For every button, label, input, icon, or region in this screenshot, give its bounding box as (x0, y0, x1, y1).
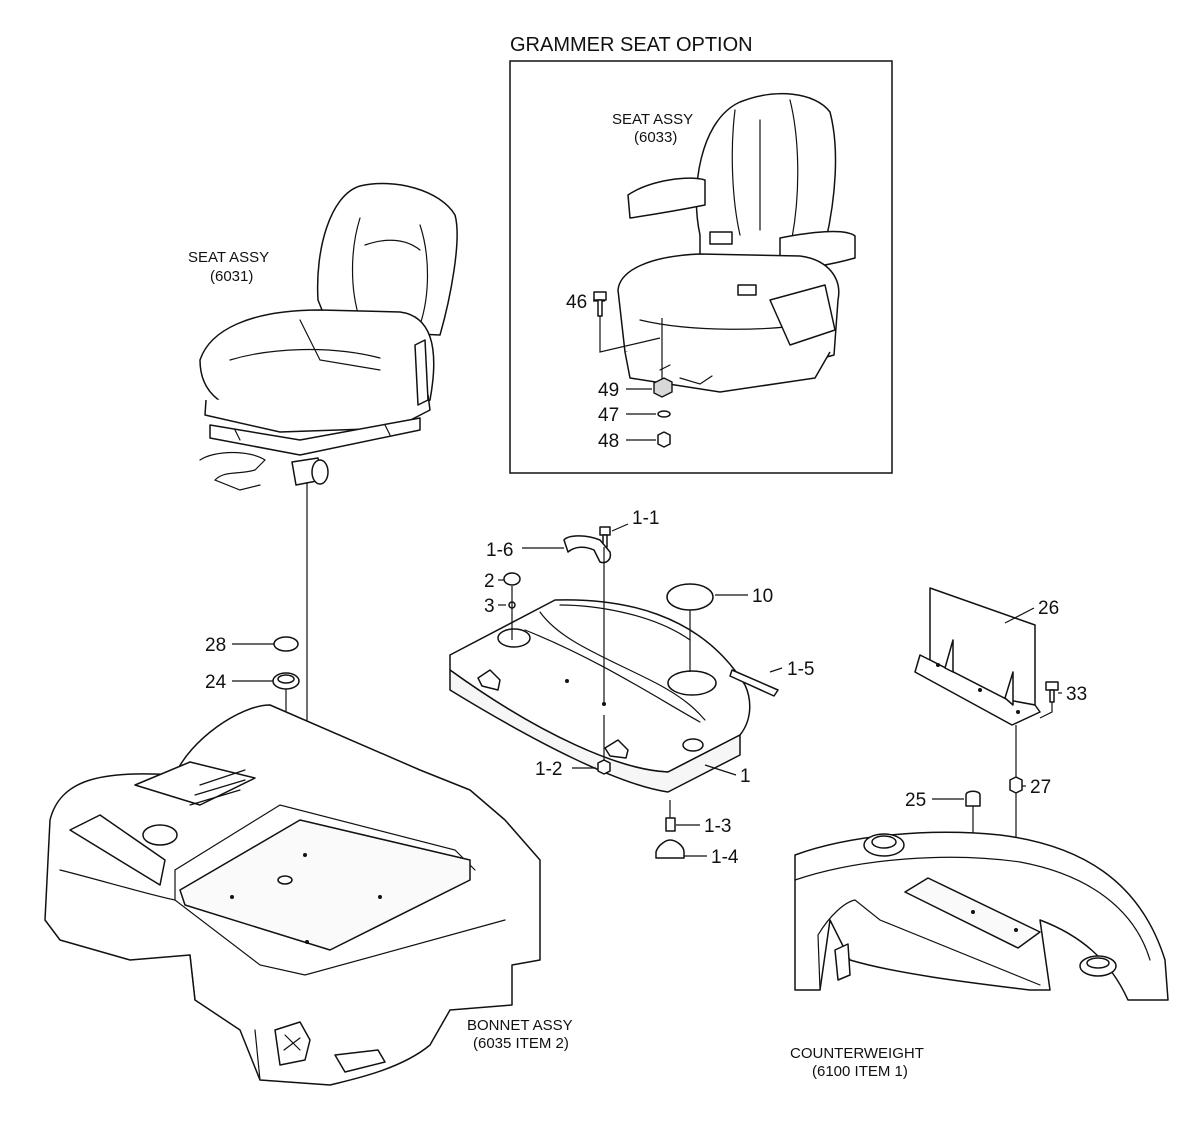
callout-1-4: 1-4 (711, 847, 739, 868)
seat-6033-name: SEAT ASSY (612, 111, 693, 128)
callout-27: 27 (1030, 777, 1051, 798)
callout-3: 3 (484, 596, 495, 617)
grammer-seat-drawing (617, 93, 856, 393)
callout-1-2: 1-2 (535, 759, 562, 780)
bonnet-name: BONNET ASSY (467, 1017, 573, 1034)
callout-48: 48 (598, 431, 619, 452)
callout-33: 33 (1066, 684, 1087, 705)
base-plate-callouts: 1-1 1-6 2 3 10 1-5 1 1-2 1-3 1-4 (484, 508, 814, 868)
option-title: GRAMMER SEAT OPTION (510, 34, 753, 56)
callout-1-1: 1-1 (632, 508, 659, 529)
callout-46: 46 (566, 292, 587, 313)
callout-24: 24 (205, 672, 227, 693)
option-frame (509, 60, 893, 474)
bracket-callouts: 26 33 27 25 (905, 598, 1087, 930)
callout-47: 47 (598, 405, 619, 426)
callout-10: 10 (752, 586, 773, 607)
callout-28: 28 (205, 635, 226, 656)
bonnet-label: BONNET ASSY (6035 ITEM 2) (467, 1017, 573, 1052)
seat-6031-label: SEAT ASSY (6031) (188, 249, 269, 285)
seat-6033-label: SEAT ASSY (6033) (612, 111, 693, 146)
seat-6031-ref: (6031) (210, 268, 253, 285)
grammer-option-panel: GRAMMER SEAT OPTION (509, 34, 893, 474)
callout-1-3: 1-3 (704, 816, 731, 837)
counterweight-label: COUNTERWEIGHT (6100 ITEM 1) (790, 1045, 924, 1080)
counterweight-drawing (794, 831, 1169, 1001)
callout-2: 2 (484, 571, 495, 592)
bonnet-assy-drawing (44, 704, 541, 1086)
callout-1-6: 1-6 (486, 540, 513, 561)
callout-1-5: 1-5 (787, 659, 814, 680)
standard-seat-drawing (199, 182, 458, 491)
seat-6031-name: SEAT ASSY (188, 249, 269, 266)
bonnet-ref: (6035 ITEM 2) (473, 1035, 569, 1052)
seat-6033-ref: (6033) (634, 129, 677, 146)
callout-49: 49 (598, 380, 619, 401)
callout-25: 25 (905, 790, 926, 811)
callout-1: 1 (740, 766, 751, 787)
counterweight-ref: (6100 ITEM 1) (812, 1063, 908, 1080)
counterweight-name: COUNTERWEIGHT (790, 1045, 924, 1062)
bracket-drawing (914, 587, 1041, 726)
grammer-hardware: 46 49 47 48 (566, 291, 673, 452)
callout-26: 26 (1038, 598, 1059, 619)
